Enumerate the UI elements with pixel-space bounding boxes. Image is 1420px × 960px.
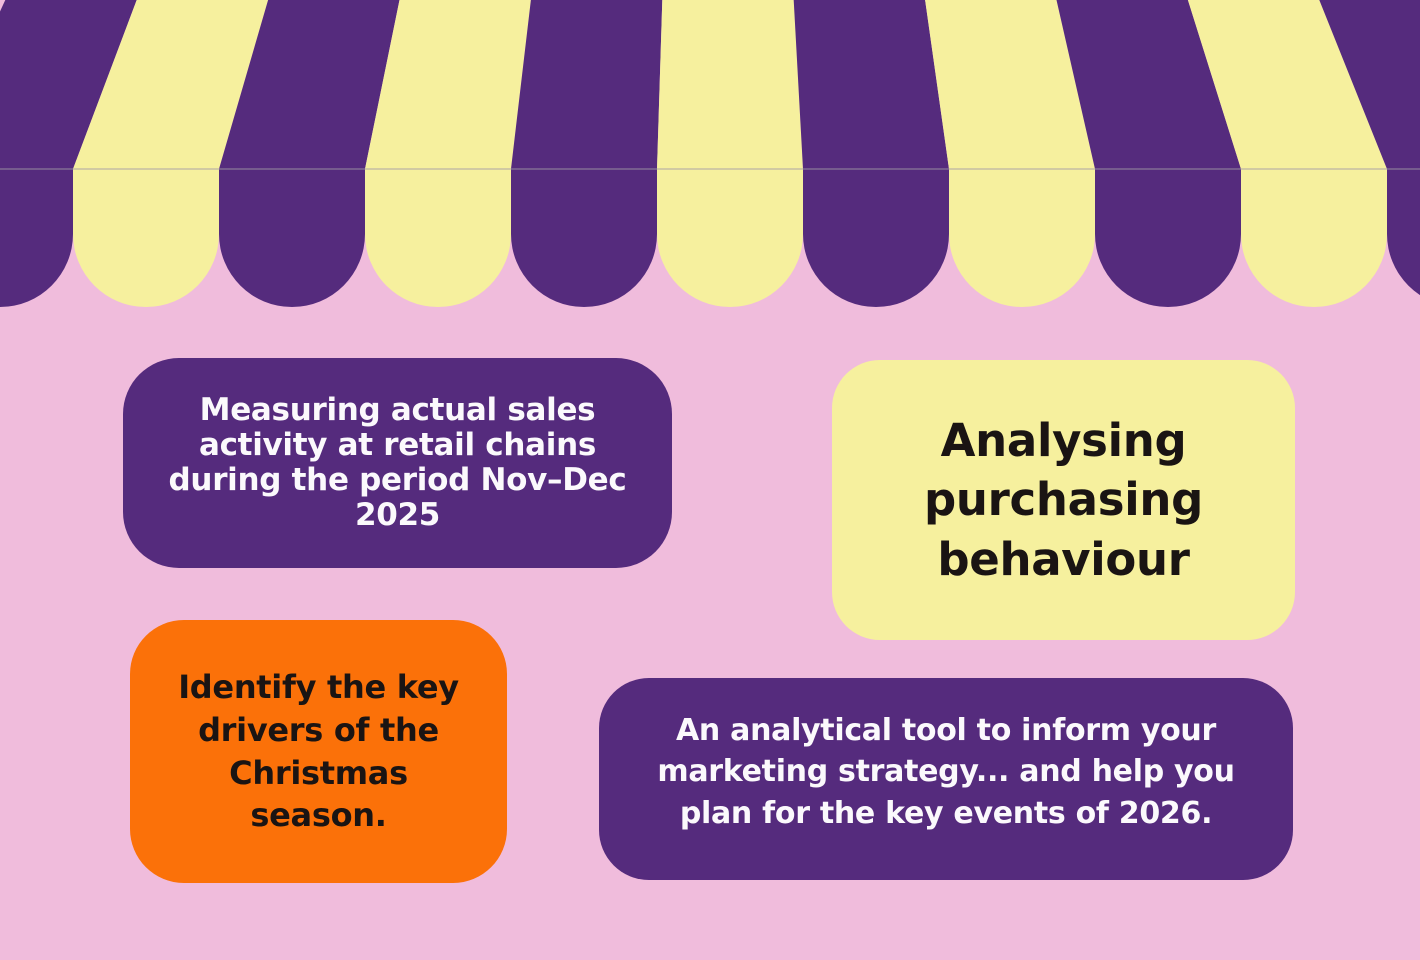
card-text-line: activity at retail chains: [198, 426, 597, 463]
card-analysing-behaviour: Analysing purchasing behaviour: [832, 360, 1295, 640]
card-text-line: An analytical tool to inform your: [676, 712, 1216, 748]
awning-stripe-purple: [793, 0, 949, 307]
awning-stripe-purple: [0, 0, 137, 307]
card-text-line: Identify the key: [178, 668, 459, 707]
card-text-line: drivers of the: [198, 710, 439, 749]
card-text-line: during the period Nov–Dec: [168, 462, 627, 498]
awning-stripe-purple: [1056, 0, 1241, 307]
awning-stripe-purple: [219, 0, 400, 307]
card-analytical-tool: An analytical tool to inform your market…: [599, 678, 1293, 880]
awning-stripe-purple: [1319, 0, 1420, 295]
card-text-line: Christmas: [229, 753, 408, 792]
awning-stripe-yellow: [365, 0, 531, 307]
awning-stripe-yellow: [657, 0, 803, 307]
card-text-line: 2025: [354, 497, 441, 534]
card-text-line: marketing strategy... and help you: [657, 754, 1235, 790]
card-key-drivers: Identify the key drivers of the Christma…: [130, 620, 507, 883]
card-text-line: Analysing: [940, 413, 1187, 467]
card-measuring-sales: Measuring actual sales activity at retai…: [123, 358, 672, 568]
awning-seam-line: [0, 168, 1420, 170]
awning-stripe-yellow: [1187, 0, 1387, 307]
awning-decoration: [0, 0, 1420, 307]
card-text-line: behaviour: [937, 532, 1190, 586]
card-text-line: purchasing: [924, 473, 1203, 527]
awning-stripe-purple: [511, 0, 663, 307]
card-text-line: plan for the key events of 2026.: [679, 795, 1213, 831]
card-text-line: Measuring actual sales: [199, 391, 596, 428]
awning-stripe-yellow: [73, 0, 269, 307]
awning-stripe-yellow: [925, 0, 1095, 307]
card-text-line: season.: [250, 796, 387, 835]
